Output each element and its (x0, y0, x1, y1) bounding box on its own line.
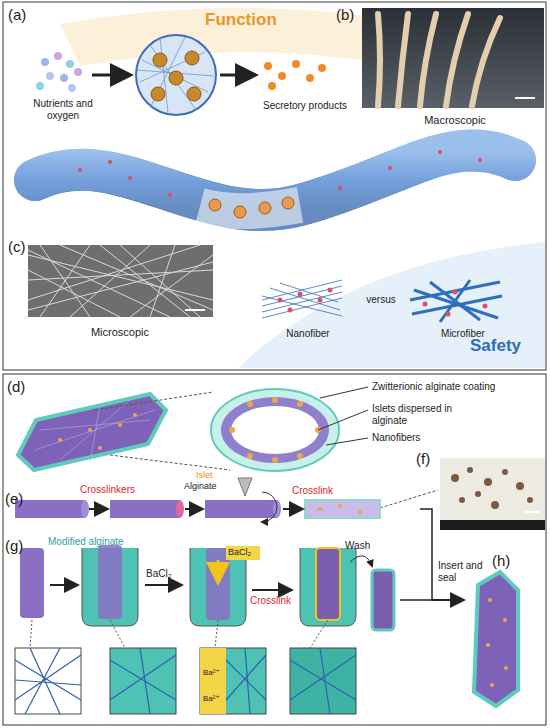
step-label: Crosslink (292, 485, 362, 497)
fiber-label: Microfiber (418, 328, 508, 340)
step-label: Crosslinkers (80, 484, 170, 496)
scale-label: Microscopic (70, 326, 170, 339)
comparison-word: versus (356, 294, 406, 306)
step-label: Insert and seal (438, 560, 488, 583)
panel-letter: (d) (7, 378, 47, 395)
panel-letter: (f) (416, 450, 456, 467)
fiber-label: Nanofiber (268, 328, 348, 340)
step-label: Wash (345, 540, 395, 552)
step-label: Modified alginate (48, 536, 158, 548)
reagent-label: BaCl₂ (228, 547, 268, 557)
step-label: Alginate (184, 481, 244, 491)
panel-letter: (h) (492, 552, 532, 569)
step-label: Crosslink (250, 595, 320, 607)
reagent-label: BaCl₂ (146, 568, 196, 580)
banner-title: Function (205, 10, 277, 30)
ion-label: Ba²⁺ (203, 694, 233, 703)
panel-letter: (e) (5, 490, 45, 507)
panel-letter: (g) (5, 537, 45, 554)
ion-label: Ba²⁺ (203, 668, 233, 677)
callout-label: Islets dispersed in alginate (372, 403, 472, 426)
process-label: Secretory products (250, 100, 360, 112)
panel-letter: (b) (336, 6, 376, 23)
step-label: Islet (196, 470, 236, 480)
process-label: Nutrients and oxygen (28, 98, 98, 121)
callout-label: Nanofibers (372, 432, 492, 444)
panel-letter: (c) (8, 238, 48, 255)
callout-label: Zwitterionic alginate coating (372, 381, 547, 393)
scale-label: Macroscopic (405, 114, 505, 127)
panel-letter: (a) (8, 6, 48, 23)
